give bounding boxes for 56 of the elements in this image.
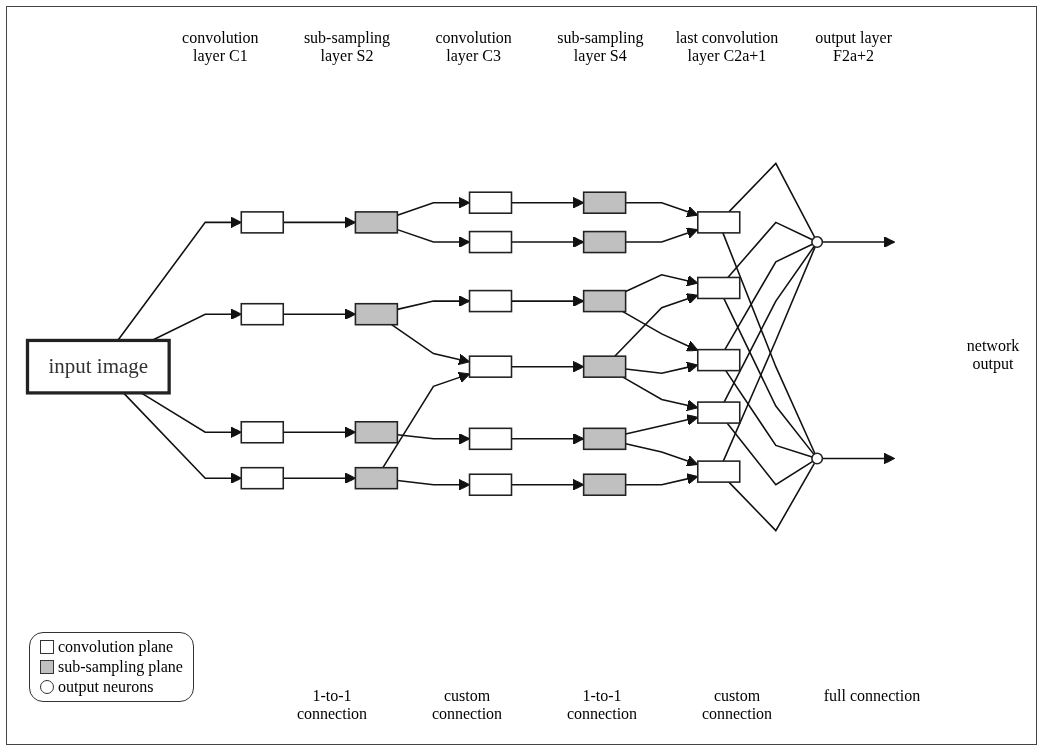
legend-label: convolution plane	[58, 637, 174, 657]
node-box	[582, 427, 627, 451]
node-box	[697, 348, 741, 372]
connector	[723, 245, 815, 403]
legend-label: output neurons	[58, 677, 154, 697]
node-box	[468, 289, 513, 313]
node-box	[582, 230, 627, 254]
arrow	[122, 392, 242, 484]
node-box	[697, 276, 741, 300]
node-box	[468, 191, 513, 214]
node-box	[240, 466, 285, 490]
node-box	[468, 230, 513, 254]
node-box	[354, 211, 399, 234]
node-box	[354, 302, 399, 326]
output-label: network output	[966, 337, 1020, 372]
layer-label: output layer F2a+2	[814, 29, 894, 65]
node-box	[582, 289, 627, 313]
layer-label: last convolution layer C2a+1	[674, 29, 780, 65]
node-box	[354, 421, 399, 444]
connector	[725, 369, 813, 458]
layer-label: sub-sampling layer S4	[556, 29, 645, 65]
connection-label: 1-to-1 connection	[565, 687, 639, 723]
connector	[727, 221, 814, 279]
node-box	[468, 355, 513, 378]
layer-label: convolution layer C1	[181, 29, 260, 65]
connection-label: custom connection	[430, 687, 504, 723]
arrow	[821, 236, 896, 248]
connector	[728, 162, 816, 239]
arrow	[622, 310, 699, 352]
arrow	[821, 452, 896, 465]
arrow	[614, 293, 699, 357]
connection-label: 1-to-1 connection	[295, 687, 369, 723]
node-box	[697, 211, 741, 234]
legend-label: sub-sampling plane	[58, 657, 183, 677]
node-circle	[811, 236, 824, 249]
layer-label: convolution layer C3	[434, 29, 513, 65]
layer-label: sub-sampling layer S2	[302, 29, 392, 65]
node-box	[582, 473, 627, 496]
node-box	[354, 466, 399, 490]
node-circle	[811, 452, 824, 465]
connector	[728, 462, 816, 532]
node-box	[468, 473, 513, 496]
connection-label: full connection	[822, 687, 922, 706]
connector	[723, 297, 815, 456]
node-box	[240, 421, 285, 444]
node-box	[240, 211, 285, 234]
connector	[724, 243, 814, 351]
connector	[726, 422, 814, 486]
node-box: input image	[25, 338, 171, 395]
node-box	[582, 191, 627, 214]
node-box	[697, 460, 741, 483]
node-box	[582, 355, 627, 378]
node-box	[240, 302, 285, 326]
connection-label: custom connection	[700, 687, 774, 723]
node-box	[697, 401, 741, 424]
node-box	[468, 427, 513, 451]
